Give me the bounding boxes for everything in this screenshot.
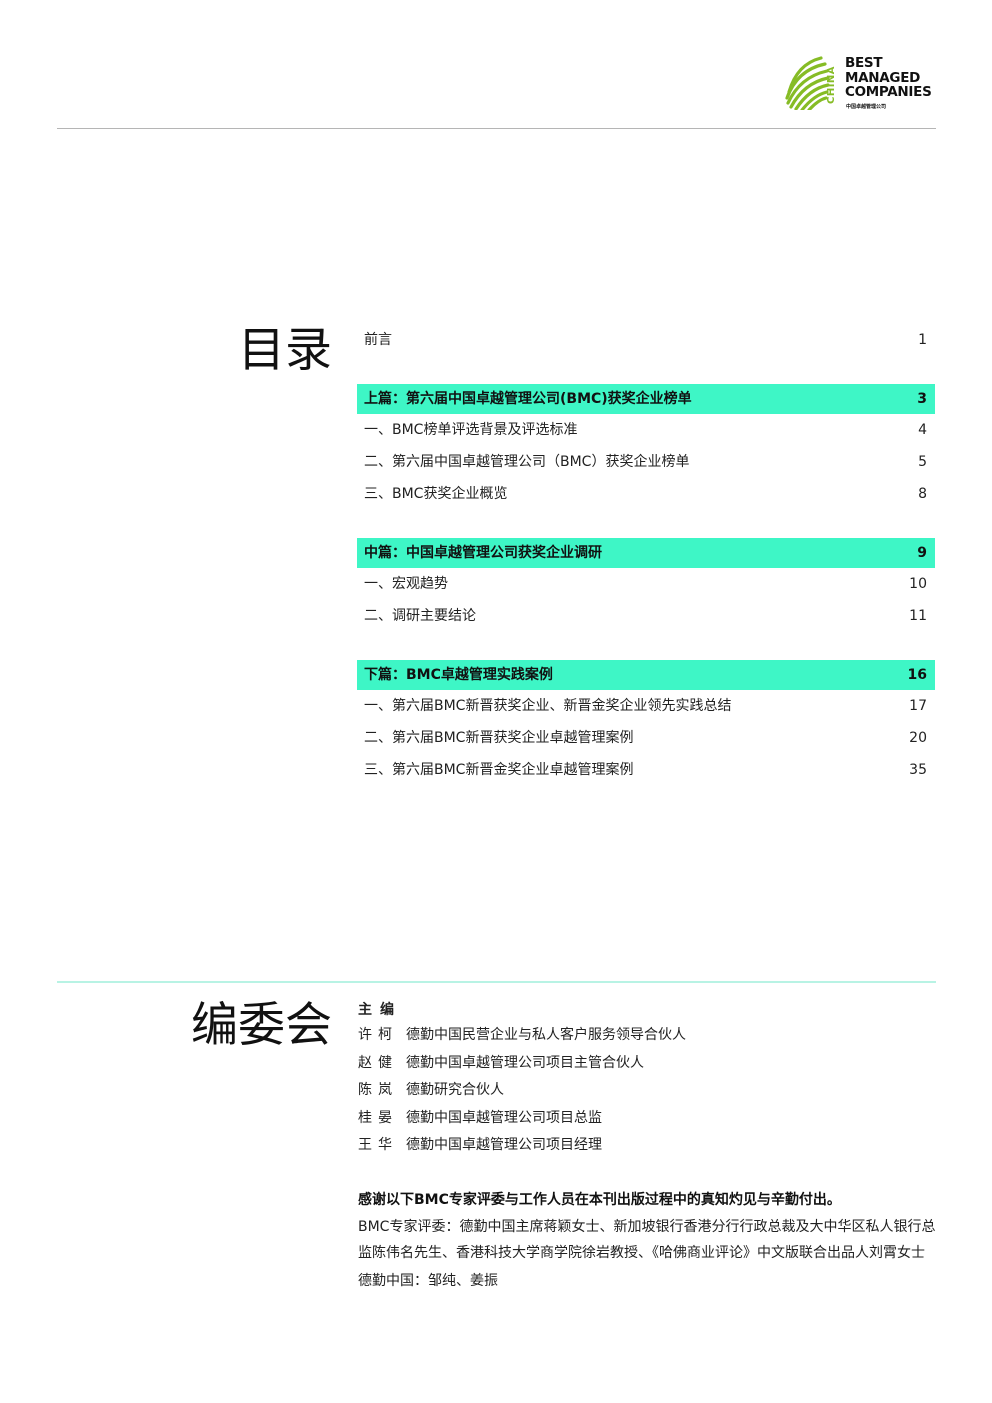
acknowledgements: 感谢以下BMC专家评委与工作人员在本刊出版过程中的真知灼见与辛勤付出。 BMC专… [358,1186,938,1294]
toc-entry-page: 20 [909,730,927,746]
logo-subtitle: 中国卓越管理公司 [846,104,887,110]
toc-entry-title: 一、宏观趋势 [364,576,448,592]
table-of-contents: 前言 1 上篇：第六届中国卓越管理公司(BMC)获奖企业榜单 3 一、BMC榜单评选背景… [357,324,935,786]
member-name: 桂晏 [358,1109,398,1126]
toc-entry-title: 前言 [364,332,392,348]
toc-entry[interactable]: 前言 1 [357,324,935,356]
logo-line-best: BEST [845,55,883,71]
member-name: 陈岚 [358,1082,398,1098]
toc-entry-page: 4 [918,422,927,438]
toc-entry-title: 三、BMC获奖企业概览 [364,486,508,502]
toc-entry-title: 下篇：BMC卓越管理实践案例 [364,667,553,683]
section-divider [57,981,936,983]
toc-entry-title: 二、第六届BMC新晋获奖企业卓越管理案例 [364,730,634,746]
thanks-experts: BMC专家评委：德勤中国主席蒋颖女士、新加坡银行香港分行行政总裁及大中华区私人银… [358,1219,936,1261]
toc-entry-page: 5 [918,454,927,470]
toc-entry-page: 3 [917,391,927,407]
toc-entry-page: 17 [909,698,927,714]
member-row: 桂晏德勤中国卓越管理公司项目总监 [358,1105,938,1133]
member-role: 德勤中国民营企业与私人客户服务领导合伙人 [406,1027,686,1043]
logo-line-companies: COMPANIES [845,84,932,100]
toc-entry-title: 中篇：中国卓越管理公司获奖企业调研 [364,545,602,561]
member-row: 赵健德勤中国卓越管理公司项目主管合伙人 [358,1050,938,1078]
toc-entry-page: 16 [907,667,927,683]
member-name: 王华 [358,1137,398,1153]
thanks-staff: 德勤中国：邹纯、姜振 [358,1273,498,1289]
member-role: 德勤中国卓越管理公司项目经理 [406,1137,602,1153]
toc-section-header[interactable]: 上篇：第六届中国卓越管理公司(BMC)获奖企业榜单 3 [357,384,935,414]
toc-spacer [357,510,935,538]
member-role: 德勤中国卓越管理公司项目总监 [406,1109,602,1126]
toc-entry-page: 8 [918,486,927,502]
toc-spacer [357,632,935,660]
toc-entry[interactable]: 三、第六届BMC新晋金奖企业卓越管理案例 35 [357,754,935,786]
toc-entry-page: 9 [917,545,927,561]
member-row: 许柯德勤中国民营企业与私人客户服务领导合伙人 [358,1022,938,1050]
logo-china-text: CHINA [826,65,837,104]
member-row: 陈岚德勤研究合伙人 [358,1077,938,1105]
thanks-title: 感谢以下BMC专家评委与工作人员在本刊出版过程中的真知灼见与辛勤付出。 [358,1192,841,1208]
toc-entry-title: 二、第六届中国卓越管理公司（BMC）获奖企业榜单 [364,454,690,470]
toc-section-header[interactable]: 下篇：BMC卓越管理实践案例 16 [357,660,935,690]
toc-entry[interactable]: 一、宏观趋势 10 [357,568,935,600]
toc-entry[interactable]: 二、第六届BMC新晋获奖企业卓越管理案例 20 [357,722,935,754]
toc-entry-page: 11 [909,608,927,624]
logo-line-managed: MANAGED [845,69,921,86]
member-row: 王华德勤中国卓越管理公司项目经理 [358,1132,938,1160]
toc-entry[interactable]: 二、调研主要结论 11 [357,600,935,632]
committee-heading: 编委会 [191,998,332,1053]
header-divider [57,128,936,129]
toc-section-header[interactable]: 中篇：中国卓越管理公司获奖企业调研 9 [357,538,935,568]
toc-entry-title: 一、第六届BMC新晋获奖企业、新晋金奖企业领先实践总结 [364,698,732,714]
toc-entry-title: 三、第六届BMC新晋金奖企业卓越管理案例 [364,762,634,778]
toc-entry-title: 二、调研主要结论 [364,608,476,624]
member-role: 德勤研究合伙人 [406,1082,504,1098]
toc-entry[interactable]: 一、BMC榜单评选背景及评选标准 4 [357,414,935,446]
toc-entry-page: 1 [918,332,927,348]
toc-spacer [357,356,935,384]
editorial-committee: 主编 许柯德勤中国民营企业与私人客户服务领导合伙人赵健德勤中国卓越管理公司项目主… [358,998,938,1160]
logo-swoosh-icon [785,56,830,110]
toc-entry-page: 35 [909,762,927,778]
toc-entry-title: 上篇：第六届中国卓越管理公司(BMC)获奖企业榜单 [364,391,692,407]
logo-wordmark: BEST MANAGED COMPANIES [845,56,932,100]
chief-editor-label: 主编 [358,1002,402,1018]
member-name: 赵健 [358,1054,398,1071]
member-name: 许柯 [358,1027,398,1043]
member-list: 许柯德勤中国民营企业与私人客户服务领导合伙人赵健德勤中国卓越管理公司项目主管合伙… [358,1022,938,1160]
toc-entry[interactable]: 三、BMC获奖企业概览 8 [357,478,935,510]
member-role: 德勤中国卓越管理公司项目主管合伙人 [406,1054,644,1071]
toc-entry[interactable]: 一、第六届BMC新晋获奖企业、新晋金奖企业领先实践总结 17 [357,690,935,722]
toc-entry[interactable]: 二、第六届中国卓越管理公司（BMC）获奖企业榜单 5 [357,446,935,478]
bmc-logo: CHINA BEST MANAGED COMPANIES 中国卓越管理公司 [783,52,943,116]
toc-heading: 目录 [238,323,332,378]
toc-entry-page: 10 [909,576,927,592]
toc-entry-title: 一、BMC榜单评选背景及评选标准 [364,422,578,438]
